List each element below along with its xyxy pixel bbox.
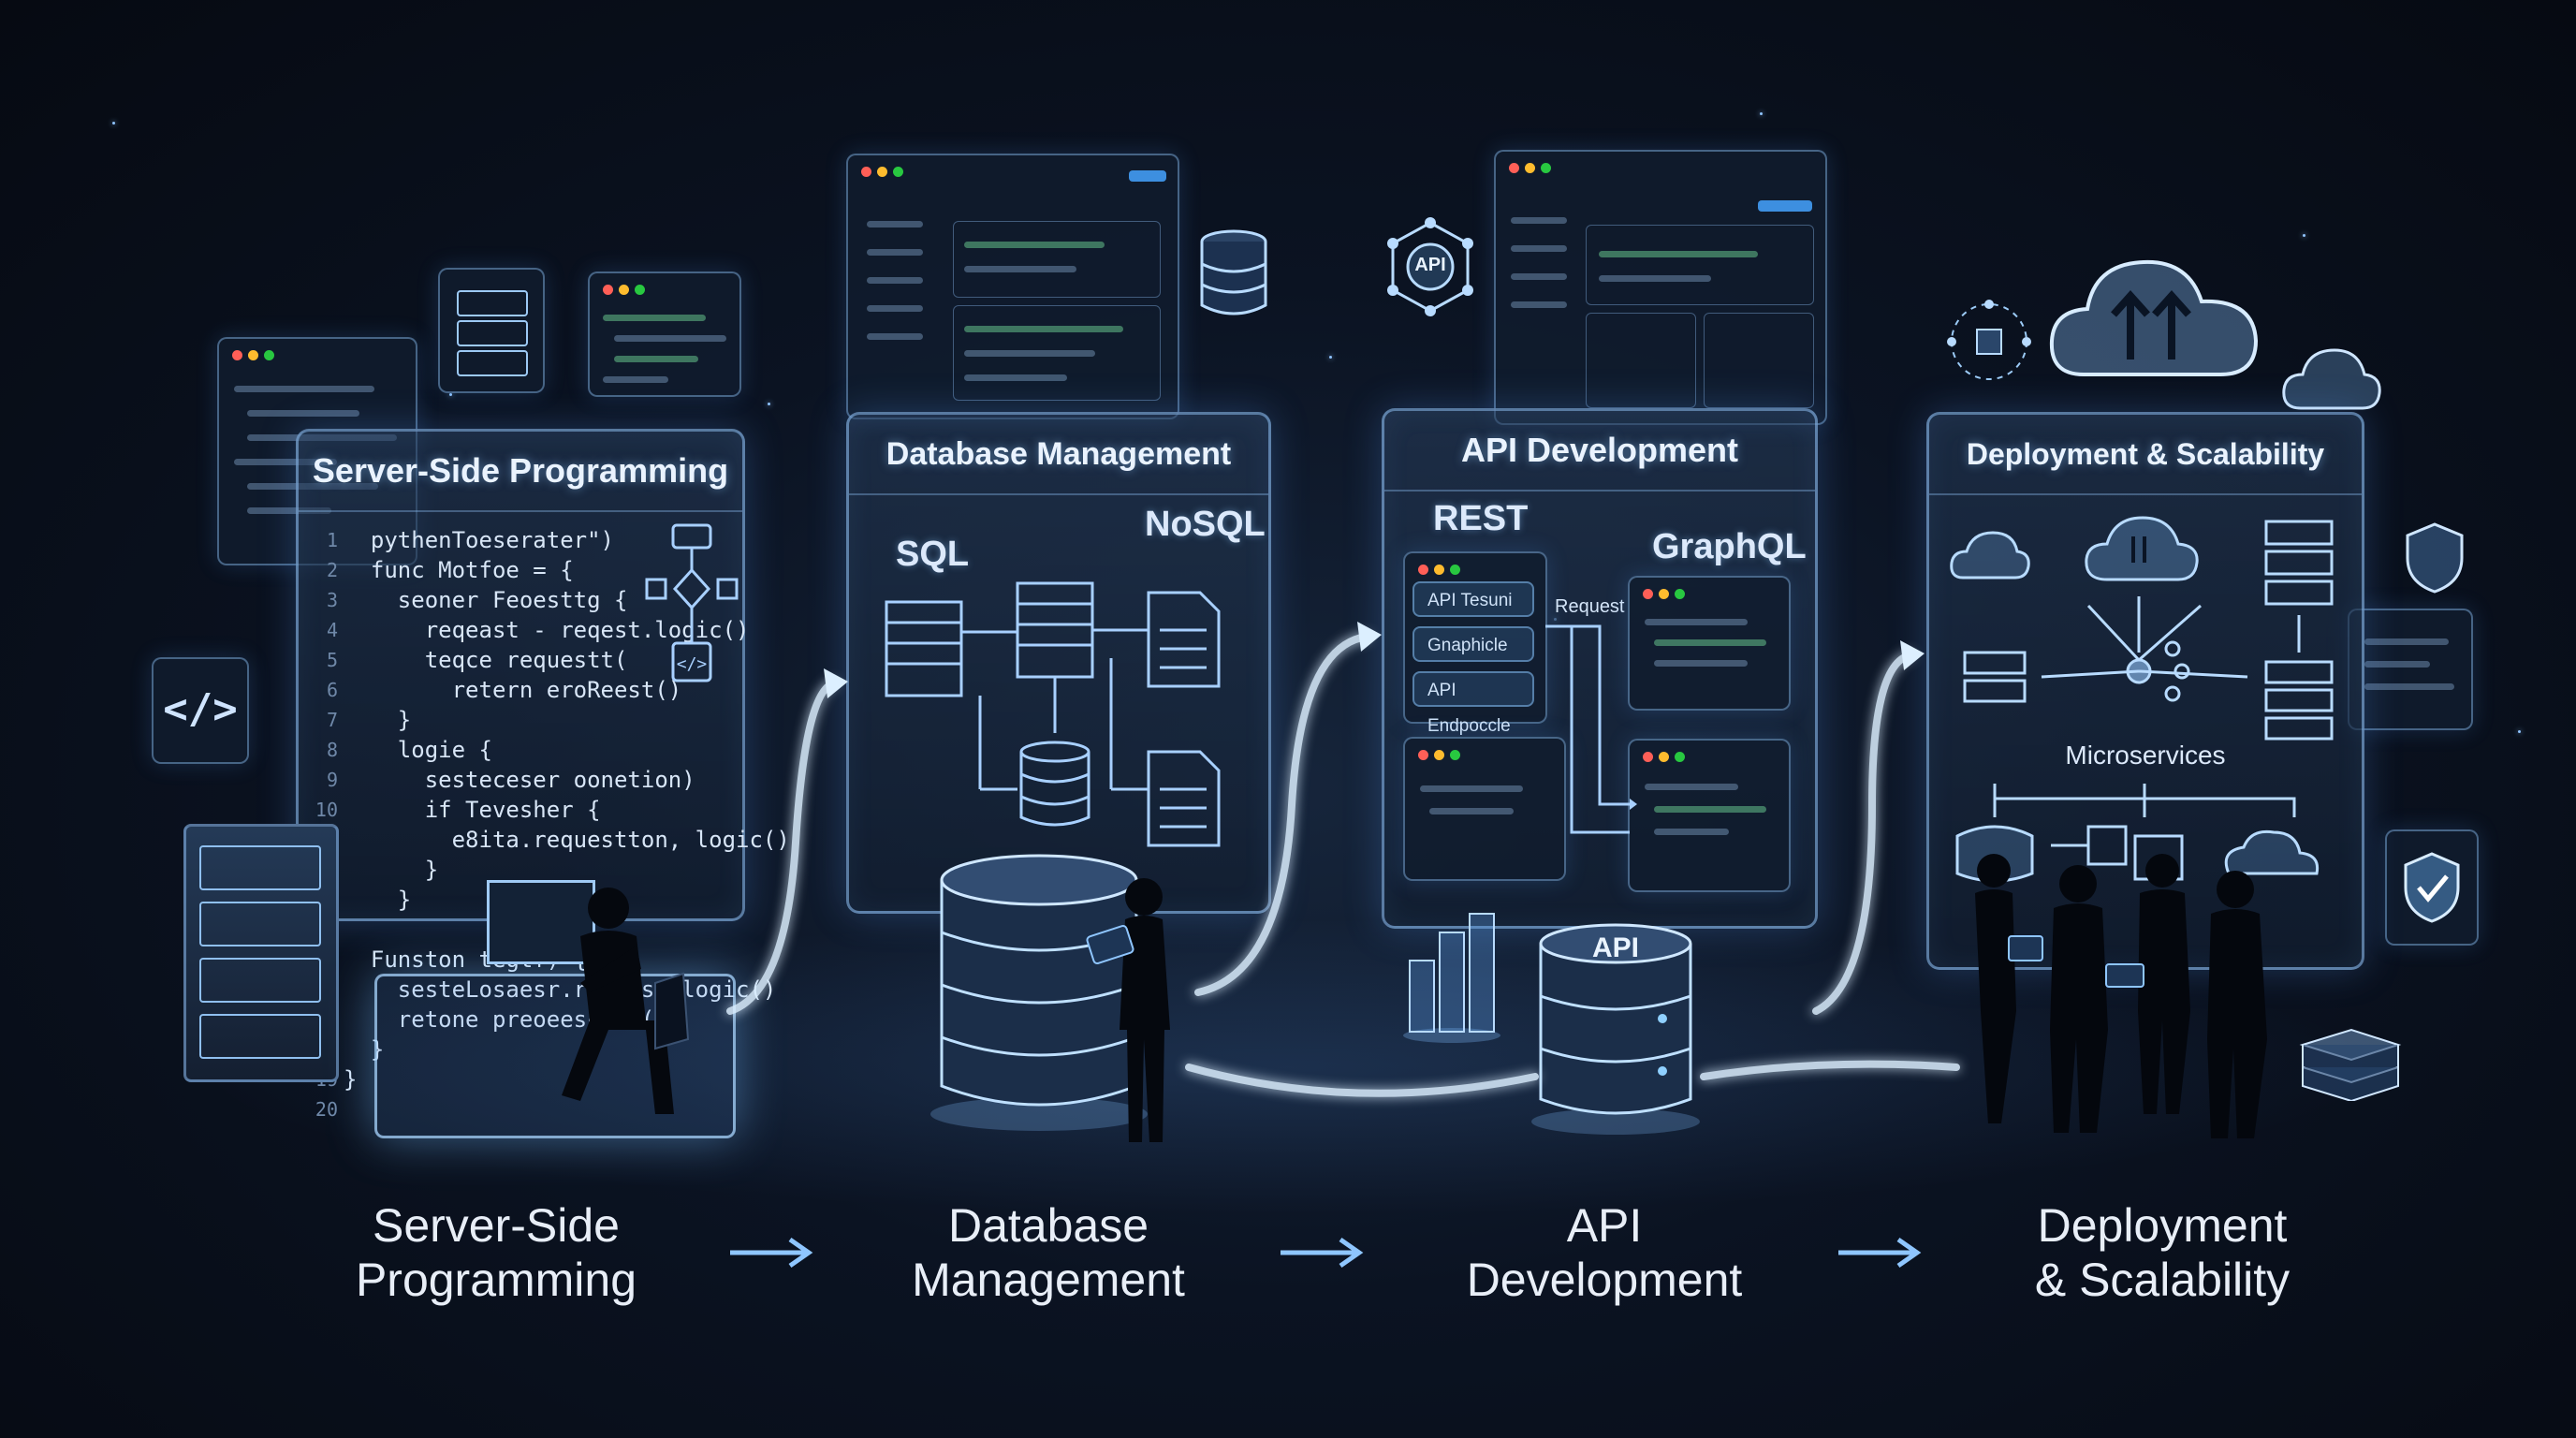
- sparkle: [768, 403, 770, 405]
- label-line: API: [1566, 1199, 1643, 1252]
- config-window: [2348, 609, 2473, 730]
- database-icon-floating: [1200, 229, 1267, 315]
- database-management-panel: Database Management SQL NoSQL: [846, 412, 1271, 914]
- security-shield-tile: [2385, 829, 2479, 946]
- arrow-right-icon: [730, 1237, 813, 1269]
- endpoint-chip[interactable]: Gnaphicle: [1412, 626, 1534, 662]
- sparkle: [1760, 112, 1763, 115]
- graphql-query-window: [1628, 576, 1791, 711]
- code-icon: </>: [163, 685, 238, 733]
- stage-label-api: API Development: [1389, 1198, 1820, 1307]
- panel-title: Deployment & Scalability: [1929, 415, 2362, 495]
- api-development-panel: API Development REST GraphQL API Tesuni …: [1382, 408, 1818, 929]
- stage-label-server-side: Server-Side Programming: [281, 1198, 711, 1307]
- label-line: & Scalability: [2034, 1254, 2291, 1306]
- schema-diagram: [885, 581, 1221, 847]
- microservices-label: Microservices: [2065, 741, 2226, 770]
- label-line: Deployment: [2037, 1199, 2288, 1252]
- api-server-label: API: [1591, 932, 1639, 963]
- label-line: Server-Side: [373, 1199, 620, 1252]
- server-block-icon: [2299, 1028, 2402, 1101]
- api-testing-window: [1494, 150, 1827, 425]
- sparkle: [1329, 356, 1332, 359]
- graphql-heading: GraphQL: [1652, 527, 1807, 566]
- sparkle: [2303, 234, 2305, 237]
- graphql-response-window: [1628, 739, 1791, 892]
- api-hub-label: API: [1414, 255, 1446, 275]
- panel-title: Database Management: [849, 415, 1268, 495]
- developer-silhouette: [562, 888, 690, 1114]
- panel-title: Server-Side Programming: [299, 432, 742, 512]
- panel-title: API Development: [1384, 411, 1815, 492]
- label-line: Management: [912, 1254, 1185, 1306]
- stage-label-deployment: Deployment & Scalability: [1947, 1198, 2378, 1307]
- network-icon: [1947, 300, 2031, 380]
- rest-response-window: [1403, 737, 1566, 881]
- nosql-heading: NoSQL: [1145, 505, 1266, 544]
- sql-heading: SQL: [896, 535, 970, 574]
- server-side-programming-panel: Server-Side Programming 1 2 3 4 5 6 7 8 …: [296, 429, 790, 1121]
- microservices-tree: [1955, 784, 2320, 883]
- sparkle: [2518, 730, 2521, 733]
- small-code-window: [588, 271, 741, 397]
- label-line: Development: [1466, 1254, 1743, 1306]
- shield-icon: [2406, 522, 2464, 594]
- label-line: Database: [947, 1199, 1149, 1252]
- stage-label-database: Database Management: [833, 1198, 1264, 1307]
- sparkle: [449, 393, 452, 396]
- endpoint-chip[interactable]: API Endpoccle: [1412, 671, 1534, 736]
- api-server-stack: [1531, 923, 1700, 1135]
- arrow-right-icon: [1838, 1237, 1922, 1269]
- request-flow-arrows: [1545, 624, 1637, 834]
- shield-check-icon: [2404, 852, 2460, 923]
- team-silhouettes: [1975, 854, 2267, 1138]
- svg-text:</>: </>: [677, 654, 708, 674]
- rest-heading: REST: [1433, 499, 1529, 538]
- api-hub-icon: [1387, 217, 1473, 316]
- label-line: Programming: [355, 1254, 637, 1306]
- small-cloud-icon: [2282, 348, 2381, 410]
- arrow-right-icon: [1281, 1237, 1364, 1269]
- server-rack: [183, 824, 339, 1082]
- scaling-diagram: [1950, 516, 2334, 741]
- endpoint-chip[interactable]: API Tesuni: [1412, 581, 1534, 617]
- cloud-upload-icon: [2049, 259, 2259, 376]
- database-console-window: [846, 154, 1179, 419]
- database-cylinder: [930, 854, 1148, 1131]
- analyst-silhouette: [1086, 878, 1170, 1142]
- analytics-bars-icon: [1403, 913, 1500, 1043]
- code-icon-tile: </>: [152, 657, 249, 764]
- sparkle: [112, 122, 115, 125]
- flowchart-icon: </>: [645, 523, 739, 682]
- request-label: Request: [1555, 596, 1625, 617]
- server-rack-thumbnail: [438, 268, 545, 393]
- monitor: [487, 880, 595, 964]
